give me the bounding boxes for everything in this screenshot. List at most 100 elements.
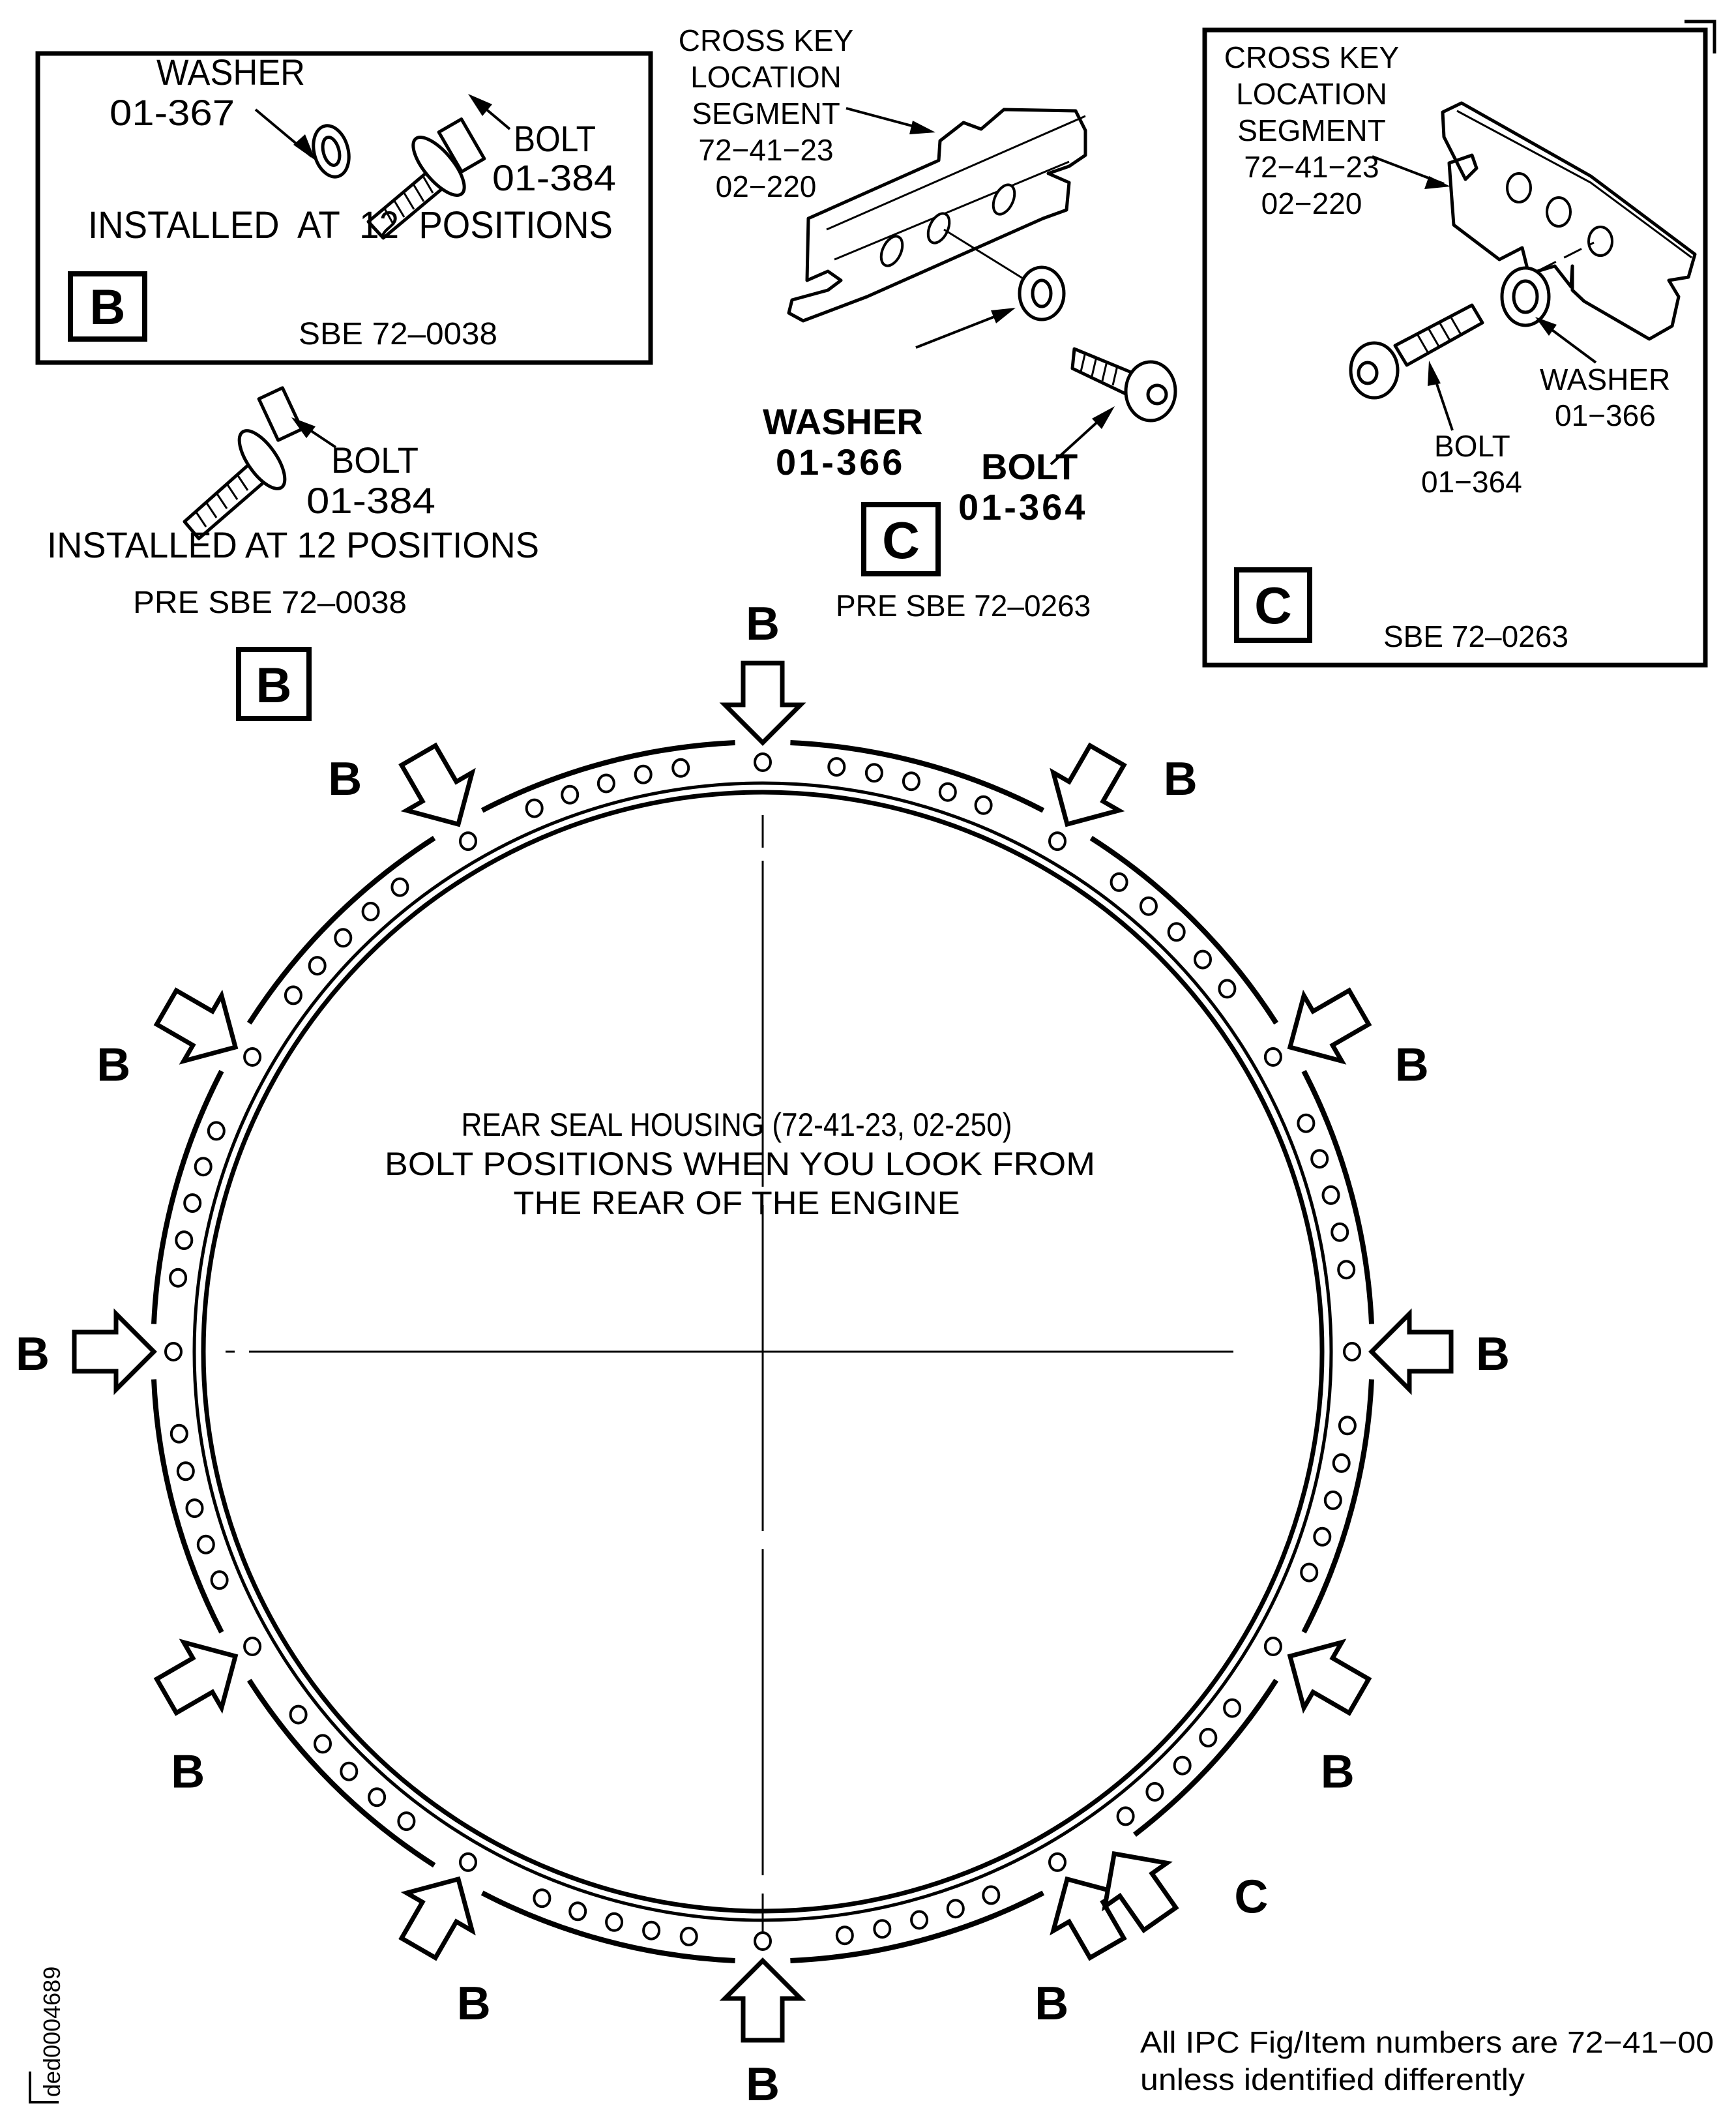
b-position-arrow <box>398 742 476 827</box>
bolt-hole <box>207 1121 226 1141</box>
segment-item-number: 72−41−23 <box>1244 150 1379 184</box>
bolt-hole <box>596 773 615 794</box>
b-position-label: B <box>457 1978 491 2030</box>
arrowhead <box>1092 406 1115 429</box>
ring-outer-edge <box>151 740 1374 1963</box>
segment-label-line: CROSS KEY <box>679 23 853 57</box>
ring-outer-arc <box>480 1890 735 1963</box>
arrowhead <box>1424 176 1450 189</box>
bolt-hole-b-position <box>459 831 477 852</box>
bolt-hole <box>1331 1222 1349 1242</box>
bolt-hole-b-position <box>1343 1342 1361 1361</box>
sbe-reference: SBE 72–0263 <box>1383 619 1568 653</box>
ring-title-line: BOLT POSITIONS WHEN YOU LOOK FROM <box>385 1146 1095 1182</box>
bolt-hole <box>902 771 920 792</box>
bolt-hole <box>1223 1698 1242 1718</box>
bolt-hole <box>1173 1755 1192 1776</box>
view-b-letter: B <box>90 280 126 335</box>
bolt-hole <box>1310 1149 1329 1169</box>
bolt-icon <box>366 117 486 240</box>
bolt-hole <box>334 928 353 948</box>
washer-axis-line <box>943 228 1027 282</box>
bolt-hole <box>1116 1806 1135 1826</box>
washer-icon <box>312 124 351 179</box>
bolt-hole-b-position <box>1263 1637 1282 1656</box>
bolt-hole-b-position <box>1048 831 1067 852</box>
bolt-hole <box>835 1925 854 1946</box>
arrowhead <box>291 417 316 438</box>
bolt-hole <box>1321 1185 1340 1205</box>
bolt-hole <box>910 1910 929 1930</box>
b-position-arrow <box>398 1876 476 1961</box>
ring-inner-line <box>201 790 1325 1914</box>
bolt-hole <box>974 795 993 815</box>
hollow-arrow-icon <box>1287 1639 1372 1716</box>
segment-label-line: SEGMENT <box>692 97 840 130</box>
ring-outer-arc <box>1301 1069 1374 1324</box>
detail-c-pre-sbe-panel: CROSS KEY LOCATION SEGMENT 72−41−23 02−2… <box>679 23 1177 623</box>
detail-c-frame <box>1202 27 1708 668</box>
bolt-hole <box>568 1901 587 1922</box>
installed-note: INSTALLED AT 12 POSITIONS <box>47 524 539 565</box>
arrowhead <box>1535 317 1557 336</box>
b-position-arrow <box>153 987 239 1065</box>
view-c-letter-box <box>861 502 941 576</box>
bolt-item-number: 01−364 <box>1421 465 1522 499</box>
view-c-letter: C <box>1254 576 1292 634</box>
c-position-arrow <box>1102 1850 1179 1934</box>
bolt-hole <box>982 1885 1001 1905</box>
bolt-hole <box>561 784 580 805</box>
bolt-hole <box>390 877 409 897</box>
bolt-hole-b-position <box>1048 1852 1067 1872</box>
washer-label: WASHER <box>156 52 305 93</box>
cross-key-segment-icon <box>1441 101 1697 341</box>
washer-label: WASHER <box>763 401 923 442</box>
b-position-arrow <box>719 661 806 746</box>
sbe-reference: PRE SBE 72–0263 <box>836 589 1091 623</box>
bolt-label: BOLT <box>1434 429 1510 463</box>
bolt-label: BOLT <box>331 439 419 481</box>
installed-note: INSTALLED AT 12 POSITIONS <box>88 204 613 246</box>
bolt-hole <box>873 1919 892 1939</box>
bolt-hole <box>185 1498 204 1519</box>
bolt-hole <box>1194 949 1212 970</box>
bolt-hole <box>196 1534 215 1554</box>
hollow-arrow-icon <box>1050 742 1127 827</box>
bolt-icon <box>183 386 304 541</box>
ring-outer-arc <box>1133 1678 1279 1837</box>
bolt-hole <box>284 985 302 1005</box>
bolt-hole-b-position <box>459 1852 477 1872</box>
bolt-hole <box>397 1811 416 1832</box>
ring-outer-arc <box>151 1069 224 1324</box>
bolt-hole <box>183 1193 202 1213</box>
bolt-hole <box>525 798 544 818</box>
bolt-hole-b-position <box>1263 1047 1282 1067</box>
detail-c-post-sbe-panel: CROSS KEY LOCATION SEGMENT 72−41−23 02−2… <box>1202 27 1708 668</box>
ring-outer-arc <box>790 1890 1045 1963</box>
bolt-hole-b-position <box>243 1047 262 1067</box>
bolt-hole <box>1139 896 1158 916</box>
ring-outer-arc <box>1089 835 1279 1025</box>
hollow-arrow-icon <box>153 987 239 1065</box>
b-position-label: B <box>328 753 362 805</box>
bolt-hole <box>671 758 690 778</box>
view-b-letter: B <box>256 658 292 713</box>
figure-id: ded0004689 <box>38 1967 65 2097</box>
ring-outer-arc <box>1301 1379 1374 1634</box>
hollow-arrow-icon <box>1102 1850 1179 1934</box>
view-c-letter: C <box>882 511 920 569</box>
b-position-label: B <box>1476 1328 1510 1380</box>
b-position-arrow <box>1287 1639 1372 1716</box>
bolt-hole <box>1300 1562 1319 1583</box>
bolt-hole <box>1145 1782 1164 1802</box>
hollow-arrow-icon <box>1368 1308 1454 1395</box>
bolt-hole <box>864 763 883 783</box>
bolt-hole <box>1323 1490 1342 1510</box>
bolt-hole <box>679 1926 698 1946</box>
bolt-hole <box>1167 922 1186 942</box>
bolt-hole <box>1297 1113 1316 1133</box>
bolt-hole <box>634 764 653 784</box>
segment-label-line: SEGMENT <box>1237 113 1385 147</box>
